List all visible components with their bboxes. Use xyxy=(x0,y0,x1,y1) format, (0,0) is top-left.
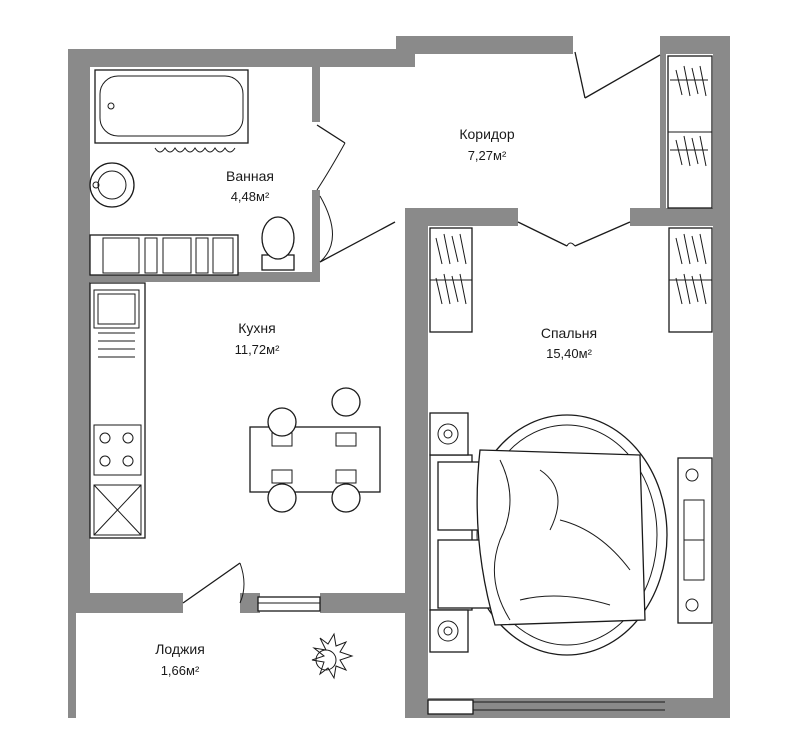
bathroom-area: 4,48м² xyxy=(231,189,270,204)
bedroom-wardrobe-right xyxy=(668,227,713,333)
bathroom-door xyxy=(316,124,346,191)
toilet xyxy=(261,216,295,271)
windows xyxy=(257,596,665,715)
bedroom-wardrobe-left xyxy=(429,227,473,333)
bathtub xyxy=(94,69,249,153)
dining-table xyxy=(249,426,381,493)
entrance-door xyxy=(574,51,661,99)
nightstands xyxy=(429,412,469,653)
label-loggia: Лоджия 1,66м² xyxy=(155,641,205,678)
bed xyxy=(429,414,668,656)
plant xyxy=(311,632,354,680)
kitchen-door xyxy=(319,195,396,263)
label-bathroom: Ванная 4,48м² xyxy=(226,168,274,204)
label-bedroom: Спальня 15,40м² xyxy=(541,325,597,361)
corridor-area: 7,27м² xyxy=(468,148,507,163)
bedroom-name: Спальня xyxy=(541,325,597,341)
corridor-name: Коридор xyxy=(459,126,515,142)
loggia-door xyxy=(182,562,245,604)
bedroom-double-door xyxy=(517,221,631,247)
loggia-area: 1,66м² xyxy=(161,663,200,678)
bathroom-name: Ванная xyxy=(226,168,274,184)
bathroom-cabinets xyxy=(89,234,239,276)
chairs xyxy=(267,387,361,513)
kitchen-name: Кухня xyxy=(238,320,275,336)
kitchen-counter xyxy=(89,282,146,539)
corridor-wardrobe xyxy=(667,55,713,209)
bedroom-area: 15,40м² xyxy=(546,346,592,361)
label-corridor: Коридор 7,27м² xyxy=(459,126,515,163)
kitchen-area: 11,72м² xyxy=(235,342,281,357)
label-kitchen: Кухня 11,72м² xyxy=(235,320,281,357)
dresser xyxy=(677,457,713,624)
sink xyxy=(89,162,135,208)
loggia-name: Лоджия xyxy=(155,641,205,657)
walls xyxy=(68,36,730,718)
